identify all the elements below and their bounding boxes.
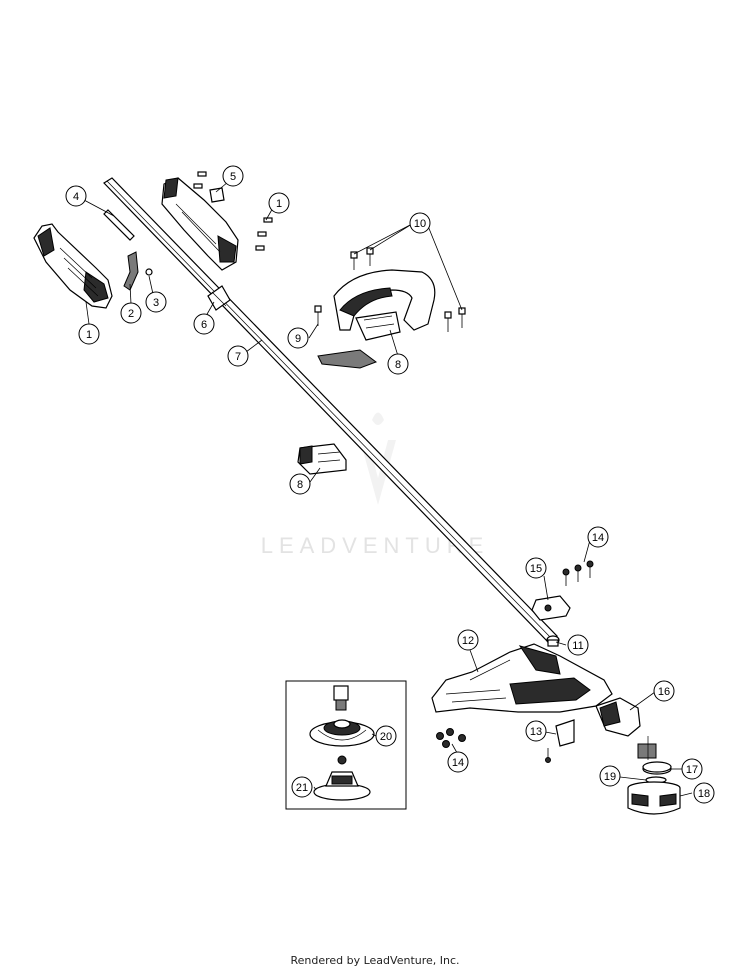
callout-8a: 8 — [387, 353, 409, 375]
svg-text:14: 14 — [452, 757, 464, 769]
svg-text:1: 1 — [86, 329, 92, 341]
part-trimmer-head — [627, 781, 681, 815]
callout-15: 15 — [525, 557, 547, 579]
part-guard — [431, 643, 613, 713]
callout-8b: 8 — [289, 473, 311, 495]
svg-text:1: 1 — [276, 198, 282, 210]
part-line-cutter — [545, 719, 575, 763]
svg-text:11: 11 — [572, 640, 583, 652]
callout-1a: 1 — [78, 323, 100, 345]
part-handle-left — [33, 223, 113, 309]
callout-7: 7 — [227, 345, 249, 367]
part-handle-right — [161, 177, 239, 271]
part-assist-handle — [333, 269, 436, 341]
part-latch — [209, 187, 225, 203]
callout-12: 12 — [457, 629, 479, 651]
part-shaft-clamp — [207, 285, 231, 311]
part-screws-14-top — [562, 560, 594, 586]
callout-17: 17 — [681, 758, 703, 780]
part-spring — [145, 268, 153, 276]
callout-11: 11 — [567, 634, 589, 656]
callout-14a: 14 — [587, 526, 609, 548]
callout-13: 13 — [525, 720, 547, 742]
part-washer — [642, 761, 672, 775]
callout-10: 10 — [409, 212, 431, 234]
callout-19: 19 — [599, 765, 621, 787]
svg-text:9: 9 — [295, 333, 301, 345]
part-gearhead — [595, 697, 657, 760]
callout-20: 20 — [375, 725, 397, 747]
svg-text:17: 17 — [686, 764, 698, 776]
svg-text:14: 14 — [592, 532, 604, 544]
part-screws-10 — [350, 247, 466, 332]
callout-18: 18 — [693, 782, 715, 804]
svg-text:18: 18 — [698, 788, 710, 800]
part-nuts-14 — [436, 728, 466, 748]
part-handle-screws — [193, 171, 273, 251]
svg-text:19: 19 — [604, 771, 616, 783]
part-spacer — [547, 639, 559, 647]
callout-4: 4 — [65, 185, 87, 207]
part-shaft — [103, 177, 560, 645]
part-clamp-block — [297, 443, 347, 475]
svg-text:16: 16 — [658, 686, 670, 698]
part-screw-9 — [314, 305, 322, 326]
svg-text:8: 8 — [395, 359, 401, 371]
part-trigger — [123, 251, 139, 291]
svg-text:15: 15 — [530, 563, 542, 575]
callout-16: 16 — [653, 680, 675, 702]
callout-9: 9 — [287, 327, 309, 349]
callout-21: 21 — [291, 776, 313, 798]
callout-6: 6 — [193, 313, 215, 335]
svg-text:2: 2 — [128, 308, 134, 320]
callout-5: 5 — [222, 165, 244, 187]
svg-text:8: 8 — [297, 479, 303, 491]
callout-3: 3 — [145, 291, 167, 313]
svg-text:5: 5 — [230, 171, 236, 183]
svg-text:10: 10 — [414, 218, 426, 230]
inset-box — [285, 680, 407, 810]
footer-credit: Rendered by LeadVenture, Inc. — [290, 954, 460, 967]
part-guard-bracket — [531, 595, 571, 621]
svg-text:3: 3 — [153, 297, 159, 309]
part-switch-rod — [103, 209, 135, 241]
callout-2: 2 — [120, 302, 142, 324]
callout-1b: 1 — [268, 192, 290, 214]
callout-14b: 14 — [447, 751, 469, 773]
svg-text:6: 6 — [201, 319, 207, 331]
svg-text:12: 12 — [462, 635, 474, 647]
svg-text:21: 21 — [296, 782, 308, 794]
svg-text:20: 20 — [380, 731, 392, 743]
svg-text:4: 4 — [73, 191, 79, 203]
svg-text:13: 13 — [530, 726, 542, 738]
part-handle-bracket — [317, 349, 378, 369]
svg-text:7: 7 — [235, 351, 241, 363]
